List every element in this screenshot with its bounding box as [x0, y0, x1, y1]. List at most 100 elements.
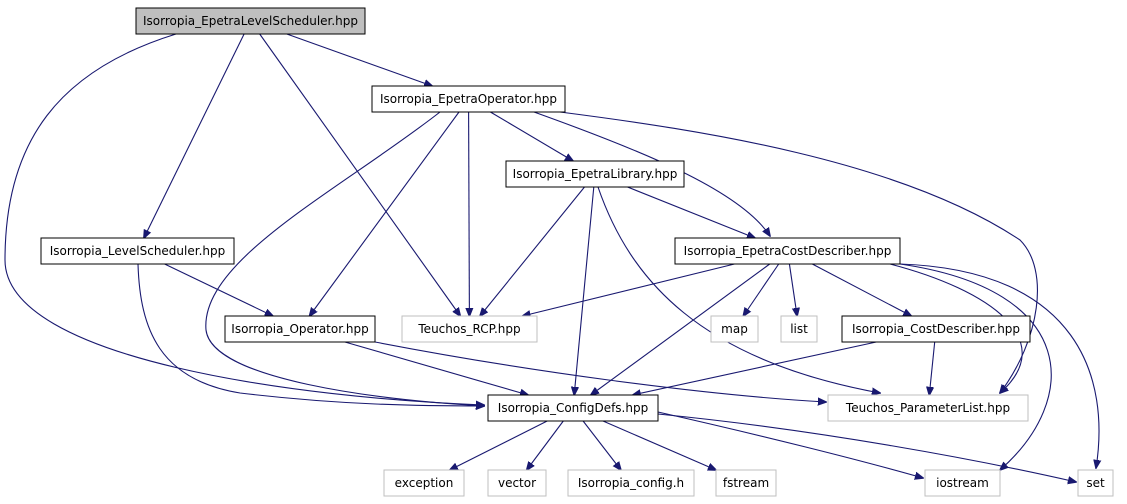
node-label: Isorropia_Operator.hpp — [231, 322, 368, 336]
edge-n1-to-n2 — [286, 33, 432, 86]
edge-n5-to-n11 — [591, 263, 771, 395]
edge-n5-to-n10 — [812, 263, 911, 316]
node-box — [487, 394, 659, 422]
edge-n2-to-n6 — [310, 111, 460, 316]
dependency-edge — [812, 263, 911, 316]
edge-n11-to-n16 — [602, 420, 716, 470]
node-fstream: fstream — [715, 469, 777, 497]
node-label: set — [1086, 476, 1105, 490]
dependency-edge — [4, 33, 484, 405]
node-box — [371, 85, 566, 113]
node-label: list — [790, 322, 808, 336]
node-isorropia-epetracostdescriber-hpp[interactable]: Isorropia_EpetraCostDescriber.hpp — [674, 237, 901, 265]
dependency-edge — [657, 413, 1076, 482]
node-label: fstream — [723, 476, 769, 490]
dependency-edge — [633, 341, 877, 395]
node-label: Isorropia_LevelScheduler.hpp — [50, 244, 225, 258]
edge-n11-to-n14 — [527, 420, 564, 470]
node-label: exception — [395, 476, 454, 490]
dependency-edge — [137, 263, 484, 406]
dependency-edge — [788, 263, 797, 316]
node-label: Isorropia_ConfigDefs.hpp — [498, 401, 648, 415]
edge-n3-to-n11 — [574, 186, 595, 395]
dependency-edge — [286, 33, 432, 86]
node-isorropia-epetralibrary-hpp[interactable]: Isorropia_EpetraLibrary.hpp — [505, 160, 685, 188]
dependency-edge — [480, 186, 585, 316]
node-vector: vector — [487, 469, 547, 497]
dependency-edge — [344, 341, 528, 395]
dependency-edge — [559, 111, 1038, 393]
node-isorropia-configdefs-hpp[interactable]: Isorropia_ConfigDefs.hpp — [487, 394, 659, 422]
dependency-edge — [597, 186, 880, 393]
edge-n2-to-n7 — [469, 111, 470, 316]
node-box — [924, 469, 1001, 497]
edge-n6-to-n12 — [374, 341, 826, 402]
node-box — [1077, 469, 1114, 497]
nodes-layer: Isorropia_EpetraLevelScheduler.hppIsorro… — [40, 7, 1114, 497]
node-box — [487, 469, 547, 497]
edge-n11-to-n15 — [582, 420, 621, 470]
dependency-edge — [469, 111, 470, 316]
edge-n10-to-n11 — [633, 341, 877, 395]
node-box — [841, 315, 1031, 343]
node-box — [224, 315, 376, 343]
node-box — [674, 237, 901, 265]
dependency-edge — [450, 420, 548, 470]
node-label: map — [721, 322, 748, 336]
node-box — [505, 160, 685, 188]
dependency-edge — [929, 341, 936, 395]
node-isorropia-levelscheduler-hpp[interactable]: Isorropia_LevelScheduler.hpp — [40, 237, 235, 265]
edge-n3-to-n5 — [627, 186, 756, 238]
node-box — [135, 7, 366, 35]
dependency-edge — [602, 420, 716, 470]
node-iostream: iostream — [924, 469, 1001, 497]
node-box — [780, 315, 818, 343]
node-box — [40, 237, 235, 265]
node-box — [383, 469, 465, 497]
dependency-edge — [523, 263, 735, 316]
node-box — [567, 469, 695, 497]
dependency-edge — [310, 111, 460, 316]
edge-n4-to-n11 — [137, 263, 484, 406]
edges-layer — [4, 33, 1099, 482]
node-label: Teuchos_ParameterList.hpp — [845, 401, 1010, 415]
node-isorropia-operator-hpp[interactable]: Isorropia_Operator.hpp — [224, 315, 376, 343]
node-box — [827, 394, 1029, 422]
dependency-edge — [574, 186, 595, 395]
node-label: iostream — [936, 476, 989, 490]
dependency-edge — [899, 263, 1052, 470]
edge-n2-to-n12 — [559, 111, 1038, 393]
node-label: Isorropia_CostDescriber.hpp — [852, 322, 1020, 336]
edge-n1-to-n11 — [4, 33, 484, 405]
dependency-edge — [899, 263, 1099, 468]
dependency-edge — [374, 341, 826, 402]
node-label: Isorropia_EpetraLibrary.hpp — [513, 167, 678, 181]
dependency-edge — [582, 420, 621, 470]
node-teuchos-rcp-hpp: Teuchos_RCP.hpp — [401, 315, 538, 343]
edge-n4-to-n6 — [164, 263, 273, 316]
dependency-edge — [205, 111, 484, 406]
edge-n5-to-n8 — [743, 263, 780, 316]
node-label: Isorropia_EpetraCostDescriber.hpp — [684, 244, 892, 258]
dependency-edge — [490, 111, 573, 161]
node-box — [715, 469, 777, 497]
dependency-edge — [527, 420, 564, 470]
node-isorropia-epetralevelscheduler-hpp[interactable]: Isorropia_EpetraLevelScheduler.hpp — [135, 7, 366, 35]
edge-n1-to-n4 — [144, 33, 245, 238]
node-isorropia-epetraoperator-hpp[interactable]: Isorropia_EpetraOperator.hpp — [371, 85, 566, 113]
edge-n5-to-n18 — [899, 263, 1099, 468]
edge-n11-to-n17 — [657, 411, 923, 478]
edge-n5-to-n7 — [523, 263, 735, 316]
node-exception: exception — [383, 469, 465, 497]
dependency-edge — [743, 263, 780, 316]
node-list: list — [780, 315, 818, 343]
node-box — [710, 315, 759, 343]
node-teuchos-parameterlist-hpp: Teuchos_ParameterList.hpp — [827, 394, 1029, 422]
node-isorropia-costdescriber-hpp[interactable]: Isorropia_CostDescriber.hpp — [841, 315, 1031, 343]
edge-n2-to-n11 — [205, 111, 484, 406]
edge-n3-to-n12 — [597, 186, 880, 393]
edge-n1-to-n7 — [259, 33, 461, 316]
node-box — [401, 315, 538, 343]
edge-n5-to-n17 — [899, 263, 1052, 470]
